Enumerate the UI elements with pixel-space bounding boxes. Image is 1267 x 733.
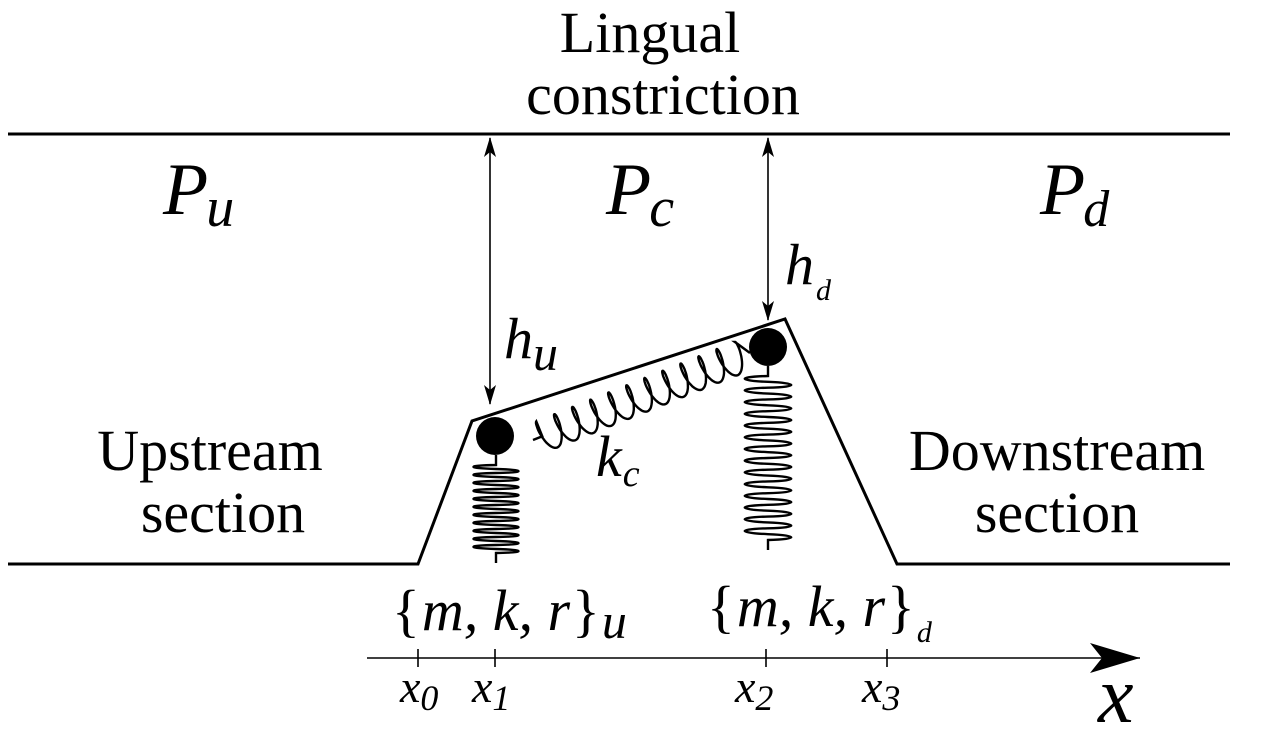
height-upstream-label: hu (504, 306, 558, 381)
constriction-label-line1: Lingual (560, 0, 740, 65)
tick-label-x0: x0 (399, 661, 438, 718)
downstream-spring (743, 366, 793, 550)
coupling-spring (532, 340, 751, 449)
upstream-label-line2: section (141, 480, 305, 545)
upstream-mass (476, 417, 514, 455)
upstream-label-line1: Upstream (97, 418, 323, 483)
constriction-label-line2: constriction (526, 62, 800, 127)
x-axis-label: x (1097, 652, 1134, 733)
height-downstream-label: hd (785, 232, 832, 307)
downstream-label-line1: Downstream (909, 418, 1205, 483)
coupling-stiffness-label: kc (596, 424, 640, 495)
pressure-constriction: Pc (605, 149, 674, 239)
upstream-spring (472, 455, 520, 563)
tick-label-x2: x2 (734, 661, 773, 718)
pressure-upstream: Pu (162, 149, 234, 239)
tick-label-x3: x3 (861, 661, 900, 718)
parameter-set-downstream: {m, k, r}d (707, 574, 933, 649)
downstream-label-line2: section (975, 480, 1139, 545)
lower-wall-profile (8, 317, 1230, 566)
tick-label-x1: x1 (471, 661, 510, 718)
pressure-downstream: Pd (1039, 149, 1110, 238)
downstream-mass (749, 328, 787, 366)
parameter-set-upstream: {m, k, r}u (392, 578, 627, 649)
